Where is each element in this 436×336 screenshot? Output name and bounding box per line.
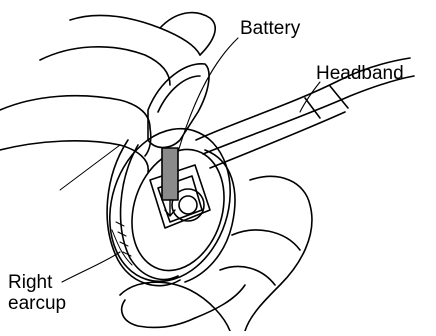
earcup-leader-line [62,252,120,282]
right-earcup-label-line2: earcup [8,293,66,314]
right-earcup-label-line1: Right [8,272,52,293]
battery-label: Battery [240,18,300,39]
upper-hand-drawing [0,13,215,190]
battery-compartment-drawing [150,165,210,228]
lower-hand-drawing [120,176,312,331]
headband-label: Headband [316,63,404,84]
